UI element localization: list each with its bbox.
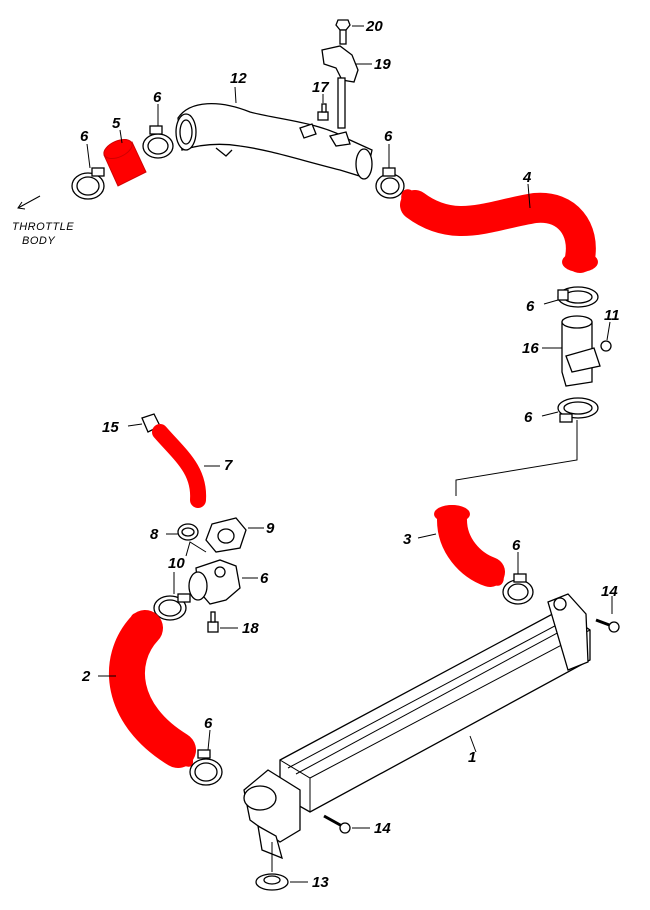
label-19: 19 xyxy=(374,56,391,73)
intercooler-1 xyxy=(243,593,591,860)
clamp-6-bottom xyxy=(189,749,223,786)
label-6-h: 6 xyxy=(204,715,213,732)
clamp-6-mid-right xyxy=(502,573,534,605)
label-7: 7 xyxy=(224,457,233,474)
bolt-18 xyxy=(207,611,219,633)
label-11: 16 xyxy=(522,340,539,357)
label-6-d: 6 xyxy=(526,298,535,315)
label-17: 17 xyxy=(312,79,329,96)
bolt-20 xyxy=(335,19,351,45)
label-9: 9 xyxy=(266,520,275,537)
throttle-note-line2: BODY xyxy=(22,235,55,247)
label-6-c: 6 xyxy=(384,128,393,145)
bracket-19 xyxy=(321,45,359,129)
label-14-b: 14 xyxy=(374,820,391,837)
label-15: 15 xyxy=(102,419,119,436)
intake-pipe-12 xyxy=(175,103,373,180)
label-16: 11 xyxy=(604,307,620,324)
gasket-9 xyxy=(205,517,247,553)
hose-5 xyxy=(103,138,147,187)
label-6-g: 6 xyxy=(512,537,521,554)
connector-line xyxy=(455,420,578,496)
bolt-14-bottom xyxy=(323,814,351,834)
label-3: 3 xyxy=(403,531,412,548)
clamp-6-upper-left xyxy=(71,167,105,200)
label-18: 18 xyxy=(242,620,259,637)
bolt-14-right xyxy=(595,618,620,633)
bolt-16 xyxy=(600,340,612,352)
label-13: 13 xyxy=(312,874,329,891)
hose-3 xyxy=(434,505,505,587)
clamp-6-upper-right xyxy=(375,167,405,199)
grommet-13 xyxy=(255,873,289,891)
label-20: 20 xyxy=(365,18,383,35)
label-2: 2 xyxy=(81,668,91,685)
housing-10 xyxy=(188,559,241,605)
hose-7 xyxy=(152,424,207,508)
hose-4 xyxy=(400,189,598,273)
label-6-f: 10 xyxy=(168,555,185,572)
clamp-6-right-lower xyxy=(557,397,599,423)
clip-8 xyxy=(177,523,199,541)
label-5: 5 xyxy=(112,115,121,132)
label-8: 8 xyxy=(150,526,159,543)
clamp-6-right-upper xyxy=(557,286,599,308)
throttle-note-line1: THROTTLE xyxy=(12,221,74,233)
label-4: 4 xyxy=(522,169,532,186)
label-10: 6 xyxy=(260,570,269,587)
label-12: 12 xyxy=(230,70,247,87)
clamp-6-upper-mid xyxy=(142,125,174,159)
label-14-a: 14 xyxy=(601,583,618,600)
clamp-6-mid-left xyxy=(153,593,191,621)
pipe-11 xyxy=(561,315,601,387)
hose-2 xyxy=(108,610,196,768)
bolt-17 xyxy=(317,103,329,121)
label-6-e: 6 xyxy=(524,409,533,426)
label-1: 1 xyxy=(468,749,476,766)
label-6-a: 6 xyxy=(80,128,89,145)
label-6-b: 6 xyxy=(153,89,162,106)
